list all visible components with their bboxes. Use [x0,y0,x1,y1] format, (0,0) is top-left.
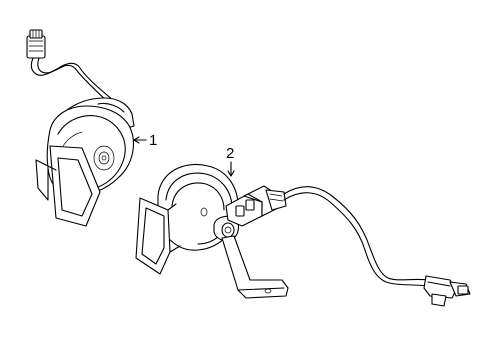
horn-1-bell [35,145,101,227]
horn-2-wire-harness [283,186,441,289]
horn-1-connector [26,29,46,59]
horn-2-connector [225,185,287,227]
horn-2-terminal [213,215,240,242]
horn-1 [26,29,147,227]
horn-2-mounting-bracket [221,235,289,299]
callout-number-2: 2 [226,145,235,162]
callout-number-1: 1 [149,132,158,149]
horn-2-bell [135,197,181,275]
horn-2 [135,161,471,307]
horn-2-end-connector [423,275,471,307]
horn-1-wire-harness [26,29,123,113]
